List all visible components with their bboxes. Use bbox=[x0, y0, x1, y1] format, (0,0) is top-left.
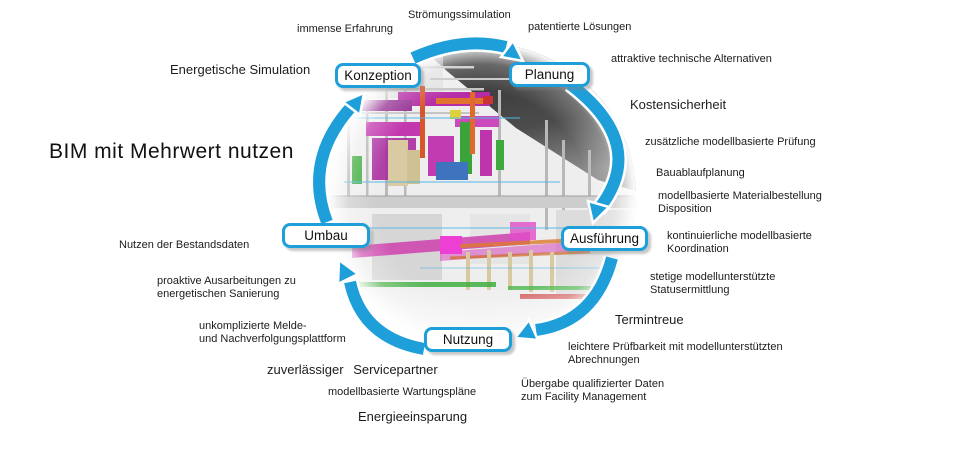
label-pruefbarkeit: leichtere Prüfbarkeit mit modellunterstü… bbox=[568, 341, 783, 366]
arrow-nutzung-umbau bbox=[336, 257, 426, 358]
label-bestandsdaten: Nutzen der Bestandsdaten bbox=[119, 239, 250, 251]
label-patentierte-loesungen: patentierte Lösungen bbox=[528, 21, 632, 33]
label-uebergabe: Übergabe qualifizierter Daten zum Facili… bbox=[521, 378, 665, 403]
label-energieeinsparung: Energieeinsparung bbox=[358, 409, 468, 424]
phase-box-ausfuehrung: Ausführung bbox=[561, 226, 648, 251]
label-energetische-simulation: Energetische Simulation bbox=[170, 62, 311, 77]
label-attraktive-alternativen: attraktive technische Alternativen bbox=[611, 53, 772, 65]
page-title: BIM mit Mehrwert nutzen bbox=[49, 140, 294, 163]
arrow-umbau-konzeption bbox=[310, 90, 366, 226]
label-immense-erfahrung: immense Erfahrung bbox=[297, 23, 393, 35]
arrow-konzeption-planung bbox=[409, 34, 526, 66]
label-koordination: kontinuierliche modellbasierte Koordinat… bbox=[667, 230, 812, 255]
arrow-planung-ausfuehrung bbox=[564, 77, 627, 226]
label-kostensicherheit: Kostensicherheit bbox=[630, 97, 727, 112]
phase-box-planung: Planung bbox=[509, 62, 590, 87]
phase-box-konzeption: Konzeption bbox=[335, 63, 421, 88]
label-modellbasierte-pruefung: zusätzliche modellbasierte Prüfung bbox=[645, 136, 816, 148]
label-bauablaufplanung: Bauablaufplanung bbox=[656, 167, 745, 179]
label-stroemungssimulation: Strömungssimulation bbox=[408, 9, 511, 21]
phase-box-umbau: Umbau bbox=[282, 223, 370, 248]
phase-box-nutzung: Nutzung bbox=[424, 327, 512, 352]
label-termintreue: Termintreue bbox=[615, 312, 684, 327]
label-wartungsplaene: modellbasierte Wartungspläne bbox=[328, 386, 477, 398]
label-statusermittlung: stetige modellunterstützte Statusermittl… bbox=[650, 271, 776, 296]
label-materialbestellung: modellbasierte Materialbestellung Dispos… bbox=[658, 190, 822, 215]
arrow-ausfuehrung-nutzung bbox=[512, 255, 621, 342]
label-servicepartner: zuverlässiger Servicepartner bbox=[267, 362, 438, 377]
cycle-arrows bbox=[310, 34, 627, 358]
label-sanierung: proaktive Ausarbeitungen zu energetische… bbox=[157, 275, 296, 300]
label-meldeplattform: unkomplizierte Melde- und Nachverfolgung… bbox=[199, 320, 346, 345]
